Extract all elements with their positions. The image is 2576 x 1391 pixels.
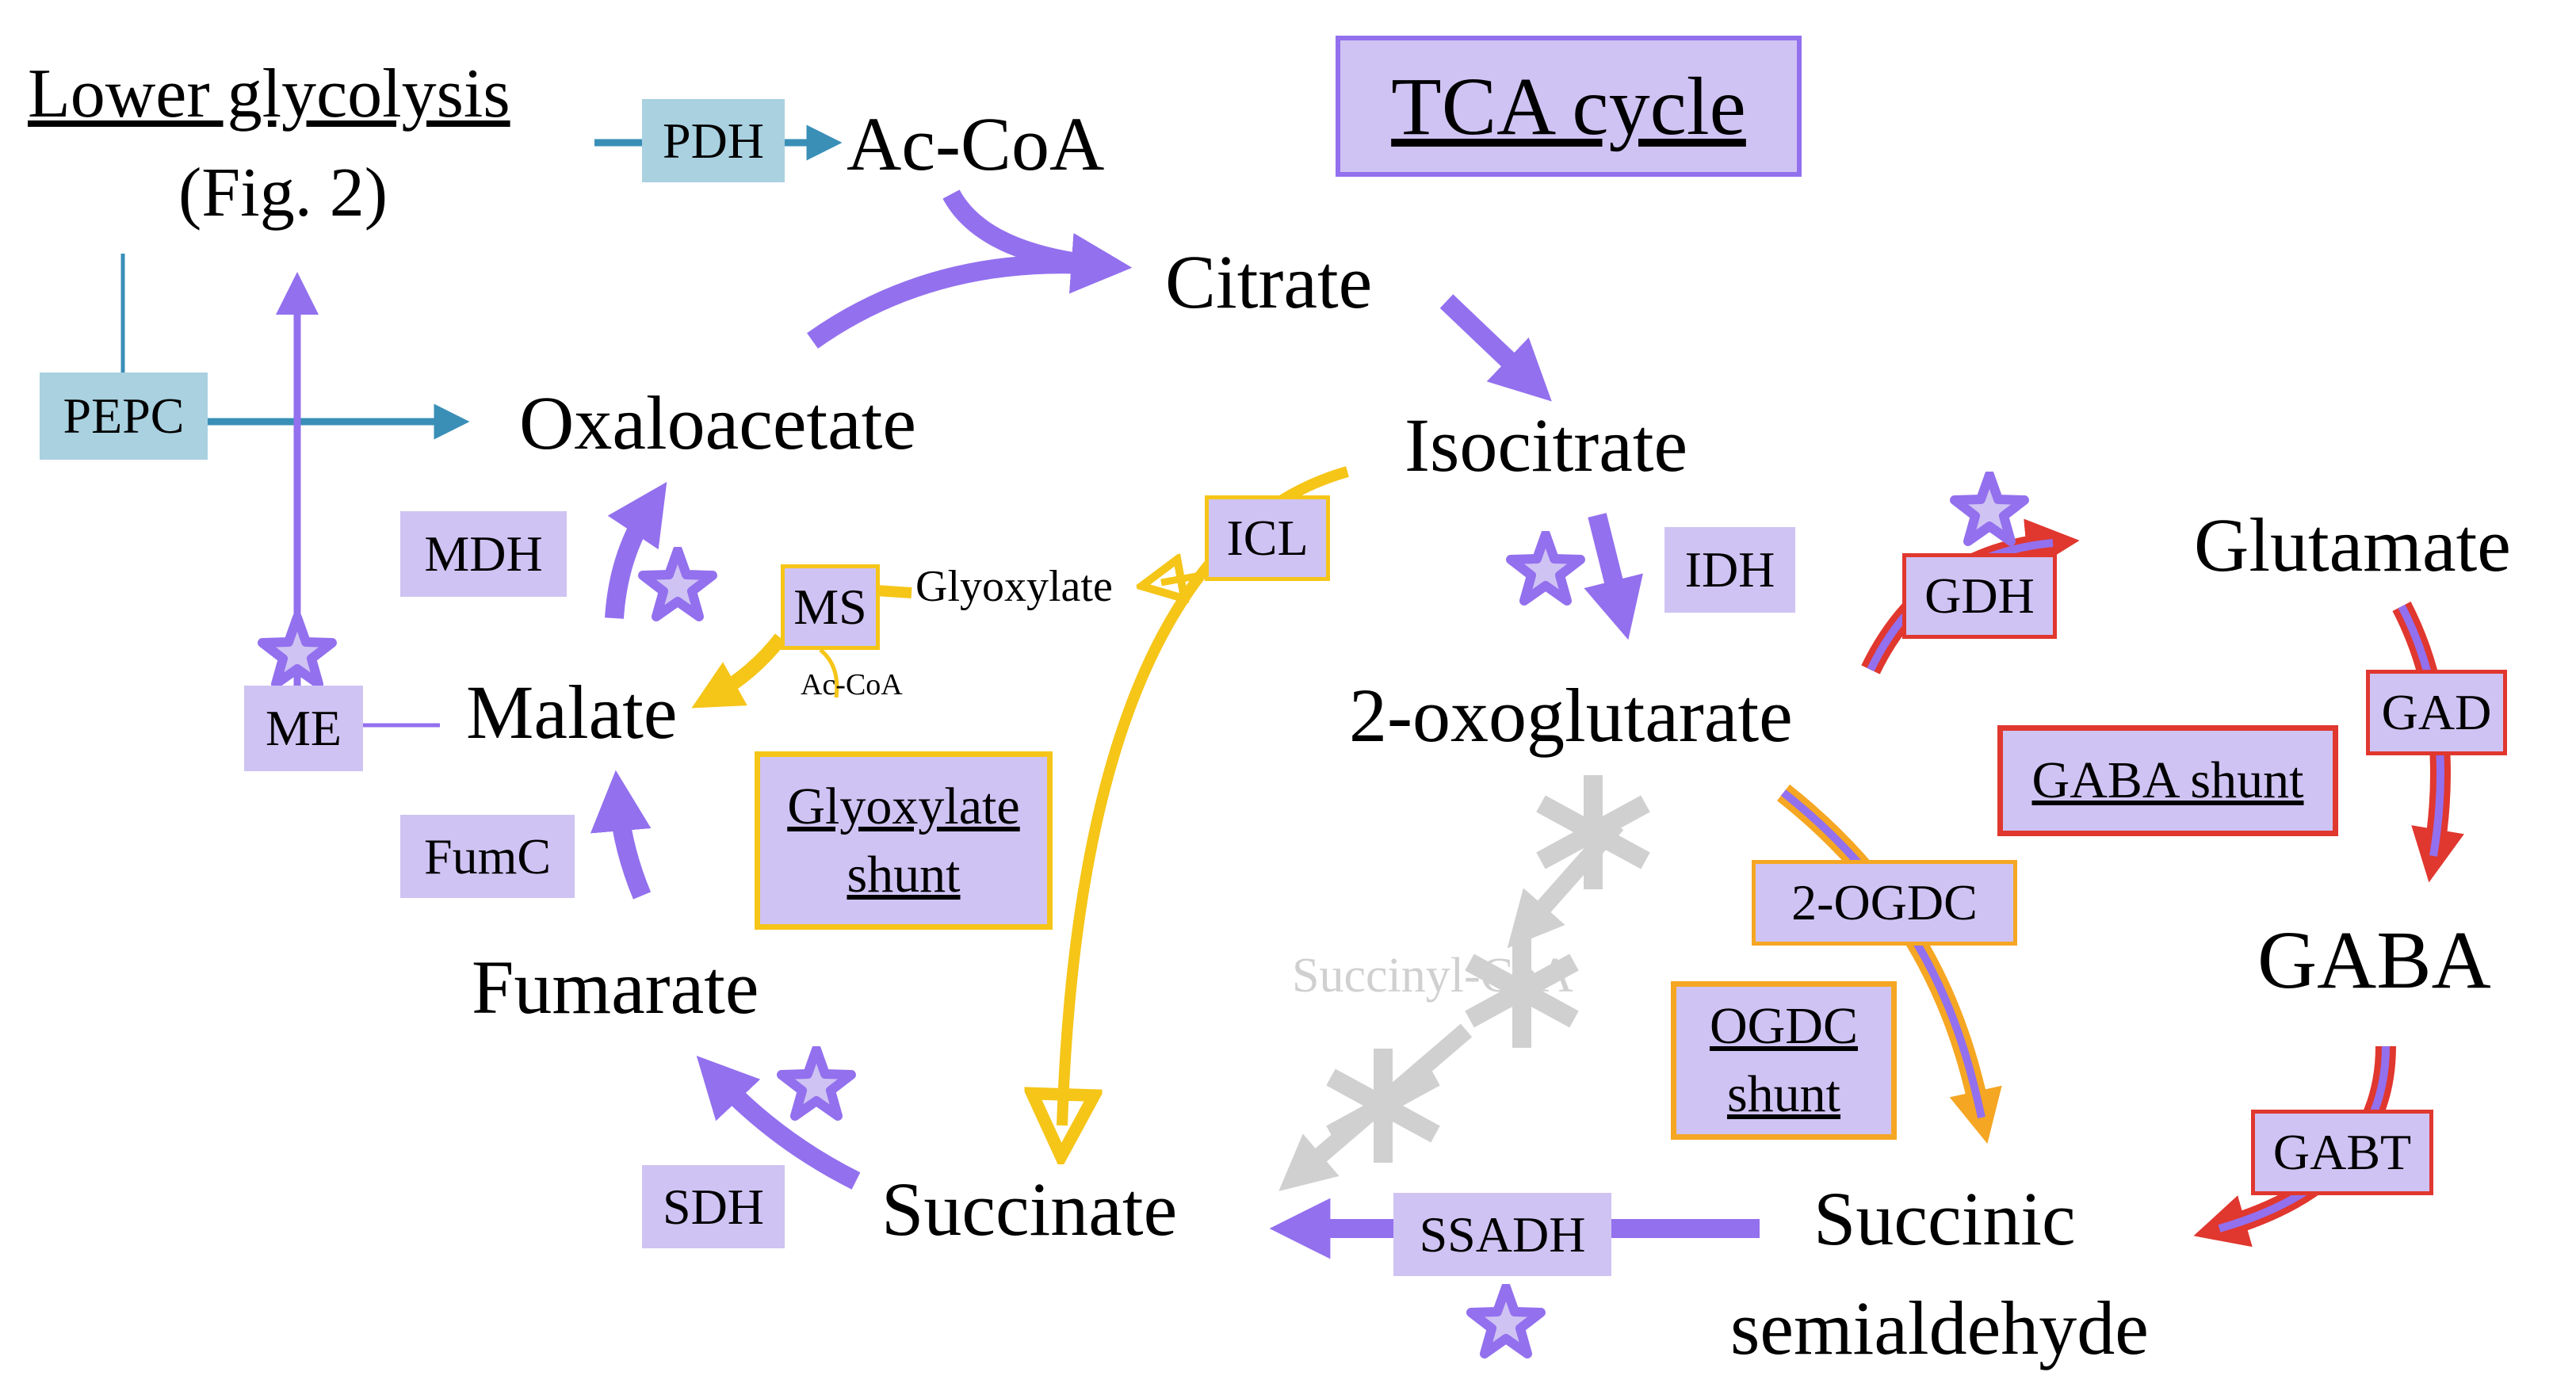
enzyme-gad: GAD (2366, 670, 2507, 755)
succinyl-coa-label: Succinyl-CoA (1292, 949, 1573, 1003)
star-icon (782, 1049, 851, 1116)
glyoxylate-label: Glyoxylate (915, 562, 1113, 611)
star-icon (262, 617, 332, 684)
enzyme-2-ogdc: 2-OGDC (1752, 860, 2017, 946)
cross-icon (1541, 775, 1645, 889)
succinic-semialdehyde-label-line1: Succinic (1814, 1176, 2076, 1261)
lower-glycolysis-label: Lower glycolysis (28, 55, 510, 132)
ms-acetyl-coa-label: Ac-CoA (801, 668, 903, 701)
tca-cycle-title-box: TCA cycle (1336, 36, 1802, 177)
glyoxylate-shunt-arrows (691, 466, 1349, 1125)
enzyme-ssadh: SSADH (1393, 1193, 1611, 1276)
enzyme-fumc: FumC (400, 815, 575, 898)
enzyme-mdh: MDH (400, 511, 567, 597)
isocitrate-label: Isocitrate (1405, 403, 1688, 487)
enzyme-pepc: PEPC (40, 373, 208, 460)
acetyl-coa-label: Ac-CoA (847, 101, 1105, 186)
fumarate-label: Fumarate (472, 945, 759, 1030)
ogdc-shunt-label-line2: shunt (1726, 1065, 1841, 1123)
tca-cycle-arrows (590, 189, 1760, 1259)
succinic-semialdehyde-label-line2: semialdehyde (1730, 1286, 2149, 1370)
star-icon (1471, 1287, 1541, 1354)
gaba-shunt-label: GABA shunt (2031, 751, 2304, 810)
ogdc-shunt-arrows (1776, 784, 2002, 1144)
pepc-arrow (120, 254, 470, 440)
succinate-label: Succinate (881, 1167, 1178, 1252)
oxoglutarate-label: 2-oxoglutarate (1349, 673, 1793, 758)
tca-cycle-title: TCA cycle (1391, 60, 1746, 152)
lower-glycolysis-figure-ref: (Fig. 2) (178, 155, 388, 231)
ogdc-shunt-label-line1: OGDC (1709, 997, 1858, 1056)
enzyme-ms: MS (781, 564, 880, 650)
glyoxylate-shunt-label-line2: shunt (847, 845, 961, 904)
enzyme-me: ME (244, 686, 363, 771)
gaba-label: GABA (2257, 915, 2491, 1006)
enzyme-sdh: SDH (642, 1165, 785, 1248)
enzyme-gabt: GABT (2251, 1110, 2433, 1195)
glyoxylate-shunt-box: Glyoxylate shunt (755, 751, 1053, 930)
star-icon (643, 550, 713, 617)
star-icon (1955, 475, 2024, 541)
citrate-label: Citrate (1165, 239, 1373, 324)
malate-label: Malate (466, 670, 678, 755)
enzyme-icl: ICL (1205, 495, 1330, 581)
oxaloacetate-label: Oxaloacetate (519, 380, 916, 465)
me-arrow (276, 272, 440, 728)
enzyme-gdh: GDH (1902, 553, 2057, 639)
glutamate-label: Glutamate (2194, 503, 2511, 587)
star-icon (1511, 534, 1580, 601)
gaba-shunt-box: GABA shunt (1997, 725, 2338, 836)
enzyme-idh: IDH (1664, 527, 1795, 613)
glyoxylate-shunt-label-line1: Glyoxylate (787, 777, 1020, 835)
enzyme-pdh: PDH (642, 99, 785, 182)
ogdc-shunt-box: OGDC shunt (1671, 981, 1897, 1140)
